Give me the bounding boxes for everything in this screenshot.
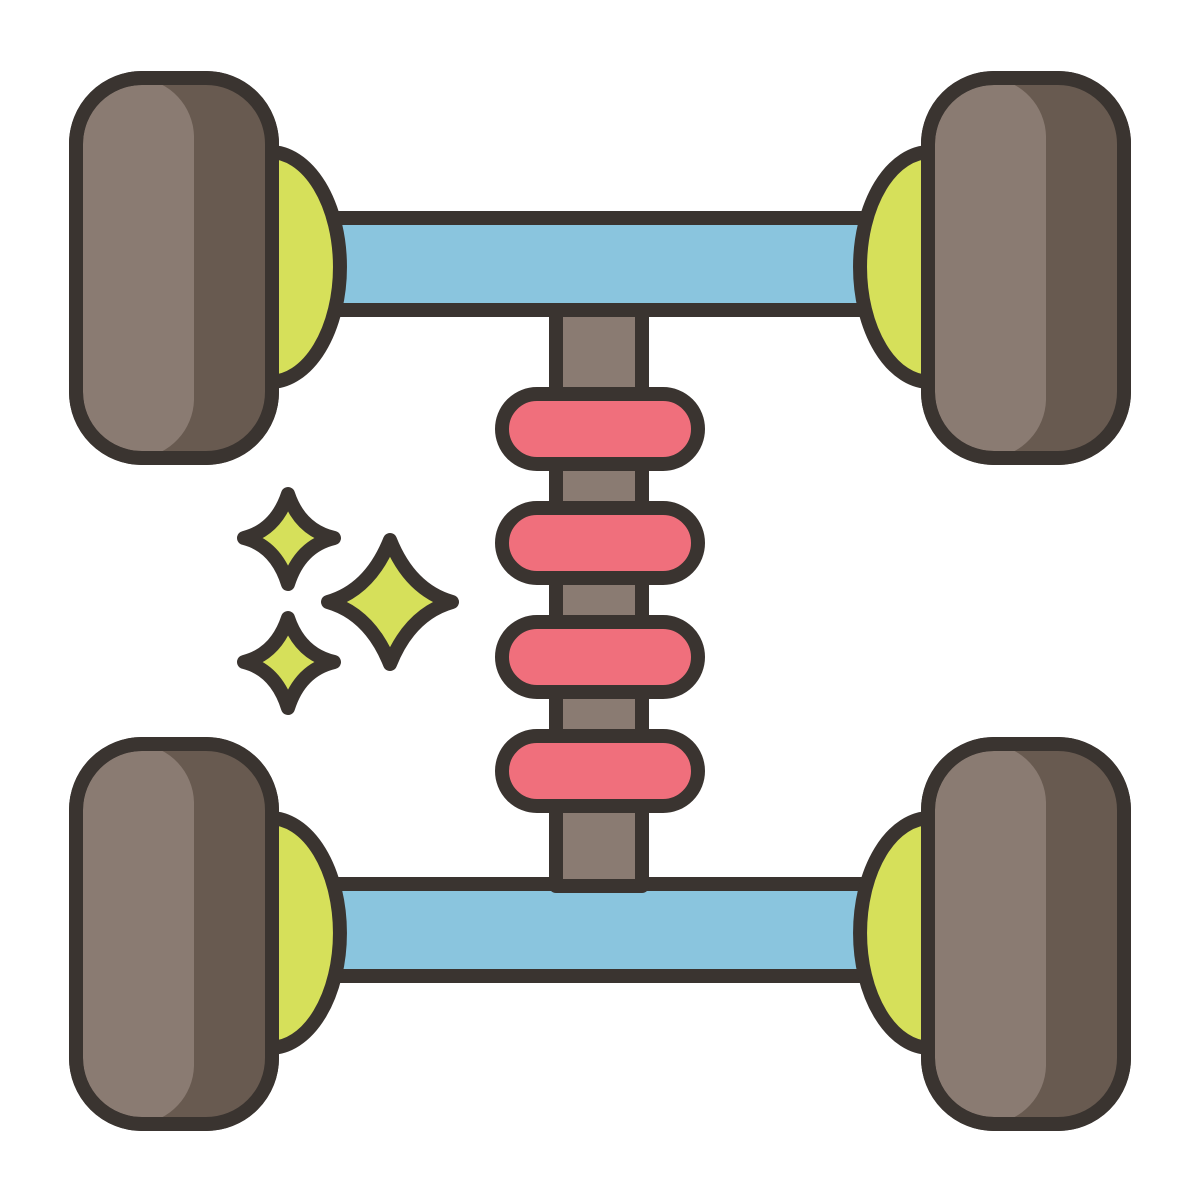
sparkle-icon [321, 533, 459, 671]
hub-rear-right [853, 811, 937, 1055]
spring-coil [495, 501, 705, 585]
spring-coil [495, 387, 705, 471]
hub-front-right [853, 145, 937, 389]
wheel-front-right [921, 71, 1131, 465]
hub-rear-left [263, 811, 347, 1055]
hub-front-left [263, 145, 347, 389]
wheel-rear-right [921, 737, 1131, 1131]
sparkle-icon [237, 487, 341, 591]
front-axle [293, 211, 907, 317]
spring-coil [495, 615, 705, 699]
wheel-rear-left [69, 737, 279, 1131]
sparkle-icon [237, 611, 341, 715]
rear-axle [293, 877, 907, 983]
spring-coil [495, 729, 705, 813]
wheel-front-left [69, 71, 279, 465]
